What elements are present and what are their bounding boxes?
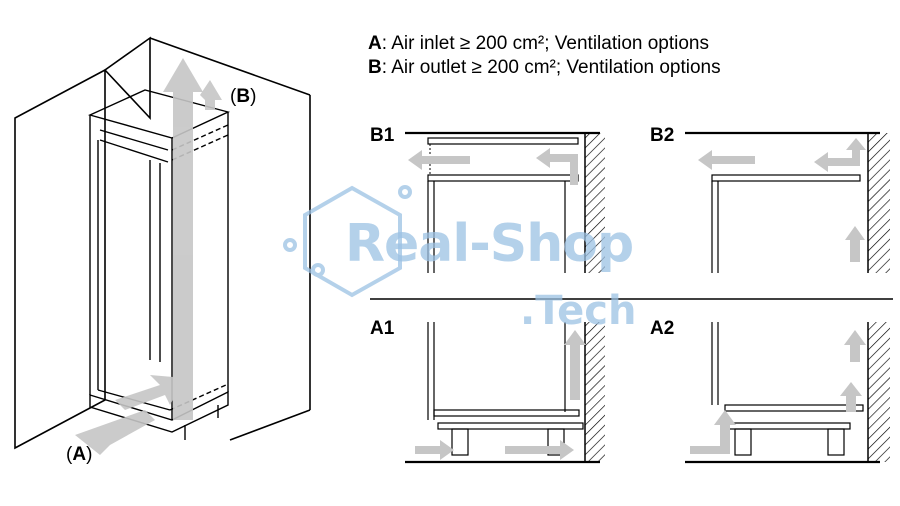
- callout-a-close: ): [86, 444, 93, 465]
- legend: A: Air inlet ≥ 200 cm²; Ventilation opti…: [368, 32, 721, 80]
- watermark-subtext: .Tech: [520, 288, 637, 334]
- legend-text-a: : Air inlet ≥ 200 cm²; Ventilation optio…: [381, 33, 710, 54]
- legend-key-a: A: [368, 33, 382, 54]
- panel-label-b2: B2: [650, 125, 675, 146]
- panel-label-b1: B1: [370, 125, 395, 146]
- schematic-a2: [685, 322, 890, 464]
- legend-text-b: : Air outlet ≥ 200 cm²; Ventilation opti…: [381, 57, 721, 78]
- panel-label-a1: A1: [370, 318, 395, 339]
- watermark-text: Real-Shop: [345, 214, 634, 274]
- callout-b: (B): [230, 86, 256, 108]
- callout-b-key: B: [236, 86, 251, 107]
- callout-a-open: (: [66, 444, 73, 465]
- schematic-a1: [405, 322, 605, 464]
- watermark-logo-icon: [283, 185, 412, 298]
- schematic-b2: [685, 131, 890, 273]
- callout-b-open: (: [230, 86, 237, 107]
- legend-row-b: B: Air outlet ≥ 200 cm²; Ventilation opt…: [368, 56, 721, 80]
- airflow-arrows-niche: [75, 58, 222, 455]
- callout-b-close: ): [250, 86, 257, 107]
- schematic-b1: [405, 131, 605, 273]
- legend-key-b: B: [368, 57, 382, 78]
- callout-a: (A): [66, 444, 92, 466]
- legend-row-a: A: Air inlet ≥ 200 cm²; Ventilation opti…: [368, 32, 721, 56]
- panel-label-a2: A2: [650, 318, 675, 339]
- callout-a-key: A: [72, 444, 87, 465]
